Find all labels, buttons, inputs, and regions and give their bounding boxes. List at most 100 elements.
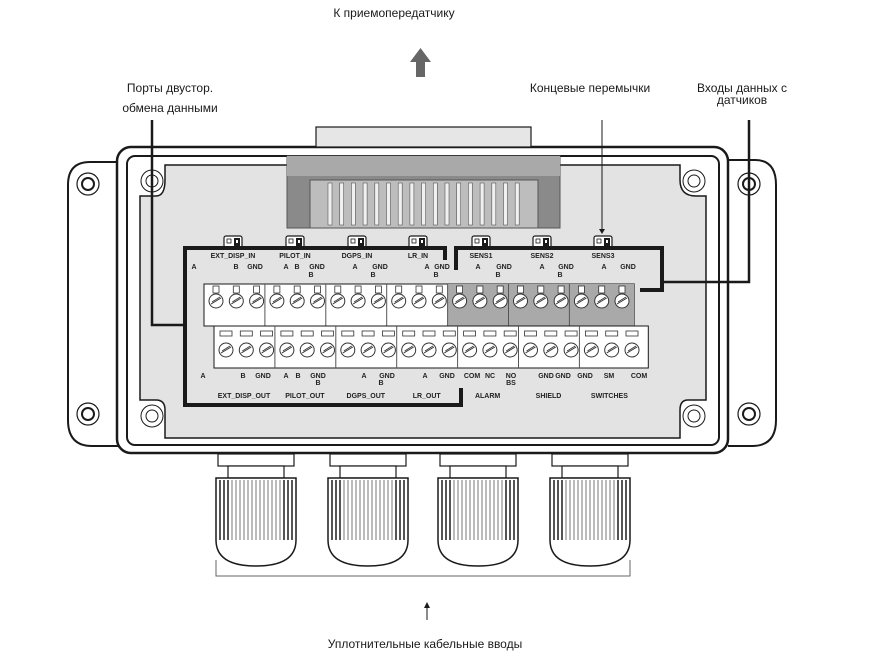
cable-glands bbox=[215, 453, 631, 567]
sensor-leader-line bbox=[662, 120, 751, 284]
pin-label: GND bbox=[558, 264, 574, 271]
connector-pin bbox=[421, 182, 426, 226]
terminal-tab bbox=[239, 330, 253, 337]
pin-label: A bbox=[191, 264, 196, 271]
screw-hole-icon bbox=[140, 404, 164, 428]
connector-pin bbox=[386, 182, 391, 226]
connector-pin bbox=[514, 182, 520, 226]
terminal-screw-icon bbox=[299, 342, 315, 358]
terminal-screw-icon bbox=[218, 342, 234, 358]
terminal-tab bbox=[564, 330, 578, 337]
connector-pin bbox=[432, 182, 438, 226]
terminal-screw-icon bbox=[380, 342, 396, 358]
terminal-tab bbox=[293, 285, 301, 294]
terminal-screw-icon bbox=[583, 342, 599, 358]
pin-label: NC bbox=[485, 373, 495, 380]
terminal-screw-icon bbox=[533, 293, 549, 309]
terminal-screw-icon bbox=[259, 342, 275, 358]
terminal-screw-icon bbox=[553, 293, 569, 309]
terminal-tab bbox=[273, 285, 281, 294]
terminal-screw-icon bbox=[370, 293, 386, 309]
terminal-tab bbox=[415, 285, 423, 294]
terminal-tab bbox=[618, 285, 626, 294]
terminal-screw-icon bbox=[513, 293, 528, 309]
group-label: EXT_DISP_OUT bbox=[218, 393, 271, 400]
terminal-tab bbox=[334, 285, 342, 294]
terminal-tab bbox=[557, 285, 565, 294]
terminal-tab bbox=[395, 285, 403, 294]
left-mounting-flange bbox=[67, 161, 118, 447]
terminal-screw-icon bbox=[340, 342, 356, 358]
connector-pin bbox=[374, 182, 380, 226]
terminal-screw-icon bbox=[310, 293, 325, 309]
arrow-head-icon bbox=[424, 602, 430, 608]
connector-pin bbox=[456, 182, 462, 226]
terminal-screw-icon bbox=[543, 342, 559, 358]
terminal-screw-icon bbox=[269, 293, 285, 309]
connector-pin bbox=[468, 182, 473, 226]
jumper-label: LR_IN bbox=[408, 253, 428, 260]
terminal-screw-icon bbox=[411, 293, 427, 309]
pin-label: SM bbox=[604, 373, 615, 380]
terminal-screw-icon bbox=[360, 342, 376, 358]
pin-label: COM bbox=[631, 373, 648, 380]
pin-label: A bbox=[422, 373, 427, 380]
pin-label: NO bbox=[506, 373, 517, 380]
terminal-tab bbox=[456, 285, 464, 294]
pin-label: A bbox=[200, 373, 205, 380]
pin-label: GND bbox=[577, 373, 593, 380]
pin-label: A bbox=[601, 264, 606, 271]
connector-pin bbox=[409, 182, 415, 226]
terminal-tab bbox=[578, 285, 585, 294]
jumper-label: DGPS_IN bbox=[342, 253, 373, 260]
terminal-tab bbox=[435, 285, 443, 294]
connector-pin bbox=[351, 182, 356, 226]
sensor-inputs-label-line1: Входы данных с bbox=[697, 81, 787, 95]
pin-label: GND bbox=[379, 373, 395, 380]
sensor-inputs-label-line2: датчиков bbox=[716, 93, 768, 107]
terminator-jumper-icon bbox=[471, 235, 491, 250]
transceiver-connector bbox=[286, 155, 561, 229]
cable-gland-icon bbox=[549, 453, 631, 567]
jumper-label: PILOT_IN bbox=[279, 253, 311, 260]
jumper-label: SENS2 bbox=[531, 253, 554, 260]
terminal-screw-icon bbox=[614, 293, 630, 309]
pin-label: B bbox=[495, 272, 500, 279]
terminal-tab bbox=[598, 285, 606, 294]
terminal-screw-icon bbox=[502, 342, 518, 358]
transceiver-cable-plug bbox=[315, 126, 532, 148]
terminal-screw-icon bbox=[604, 342, 620, 358]
terminal-tab bbox=[422, 330, 436, 337]
terminal-screw-icon bbox=[563, 342, 579, 358]
terminator-jumper-icon bbox=[223, 235, 243, 250]
terminal-tab bbox=[517, 285, 524, 294]
screw-hole-icon bbox=[76, 402, 100, 426]
group-label: ALARM bbox=[475, 393, 500, 400]
right-mounting-flange bbox=[728, 159, 777, 447]
terminal-screw-icon bbox=[462, 342, 478, 358]
pin-label: B bbox=[240, 373, 245, 380]
jumper-label: SENS1 bbox=[470, 253, 493, 260]
terminal-screw-icon bbox=[431, 293, 447, 309]
cable-gland-icon bbox=[437, 453, 519, 567]
terminal-tab bbox=[496, 285, 504, 294]
terminator-jumper-icon bbox=[593, 235, 613, 250]
pin-label: BS bbox=[506, 380, 516, 387]
terminal-tab bbox=[381, 330, 395, 337]
group-label: SWITCHES bbox=[591, 393, 628, 400]
terminal-screw-icon bbox=[421, 342, 437, 358]
pin-label: GND bbox=[255, 373, 271, 380]
terminal-tab bbox=[354, 285, 362, 294]
pin-label: GND bbox=[434, 264, 450, 271]
terminal-tab bbox=[260, 330, 274, 337]
terminal-screw-icon bbox=[320, 342, 335, 358]
sensor-outline bbox=[454, 246, 664, 292]
terminal-screw-icon bbox=[289, 293, 305, 309]
terminal-tab bbox=[625, 330, 639, 337]
terminal-tab bbox=[463, 330, 477, 337]
terminal-screw-icon bbox=[482, 342, 498, 358]
terminal-tab bbox=[503, 330, 517, 337]
pin-label: GND bbox=[310, 373, 326, 380]
